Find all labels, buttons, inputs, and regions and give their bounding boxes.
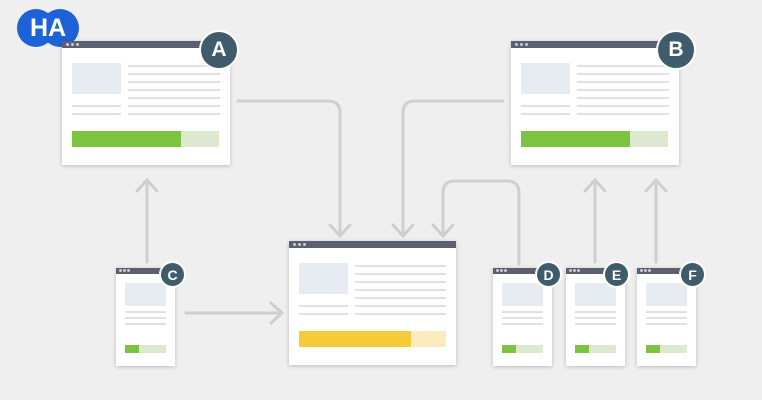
image-placeholder — [125, 283, 166, 306]
arrowhead-d-to-center — [431, 223, 455, 238]
arrowhead-c-to-a — [135, 178, 159, 193]
progress-fill — [125, 345, 140, 353]
badge-a: A — [199, 30, 239, 70]
arrowhead-a-to-center — [328, 223, 352, 238]
badge-e: E — [603, 261, 630, 288]
progress-fill — [575, 345, 590, 353]
progress-bar — [299, 331, 446, 347]
badge-b: B — [656, 30, 696, 70]
image-placeholder — [646, 283, 687, 306]
progress-bar — [125, 345, 166, 353]
arrowhead-f-to-b — [644, 178, 668, 193]
image-placeholder — [502, 283, 543, 306]
ha-logo-mark: HA — [17, 9, 79, 47]
window-titlebar — [289, 241, 456, 248]
arrowhead-c-to-center — [269, 301, 284, 325]
image-placeholder — [575, 283, 616, 306]
window-titlebar — [566, 268, 625, 274]
window-titlebar — [116, 268, 175, 274]
page-a-window — [62, 41, 230, 165]
progress-fill — [72, 131, 181, 147]
progress-fill — [502, 345, 517, 353]
progress-bar — [646, 345, 687, 353]
page-b-window — [511, 41, 679, 165]
arrow-a-to-center — [236, 99, 342, 236]
badge-d: D — [535, 261, 562, 288]
center-page-window — [289, 241, 456, 365]
progress-fill — [646, 345, 661, 353]
image-placeholder — [72, 63, 121, 94]
arrowhead-e-to-b — [583, 178, 607, 193]
arrow-b-to-center — [401, 99, 505, 236]
image-placeholder — [521, 63, 570, 94]
badge-f: F — [679, 261, 706, 288]
arrow-d-to-center — [441, 179, 521, 266]
window-titlebar — [511, 41, 679, 48]
ha-logo: HA — [17, 9, 79, 47]
arrowhead-b-to-center — [391, 223, 415, 238]
progress-bar — [502, 345, 543, 353]
logo-text: HA — [30, 14, 66, 42]
progress-bar — [521, 131, 668, 147]
badge-c: C — [159, 261, 186, 288]
progress-bar — [575, 345, 616, 353]
progress-bar — [72, 131, 219, 147]
window-titlebar — [493, 268, 552, 274]
window-titlebar — [62, 41, 230, 48]
progress-fill — [299, 331, 411, 347]
page-c-window — [116, 268, 175, 366]
image-placeholder — [299, 263, 348, 294]
progress-fill — [521, 131, 630, 147]
window-titlebar — [637, 268, 696, 274]
